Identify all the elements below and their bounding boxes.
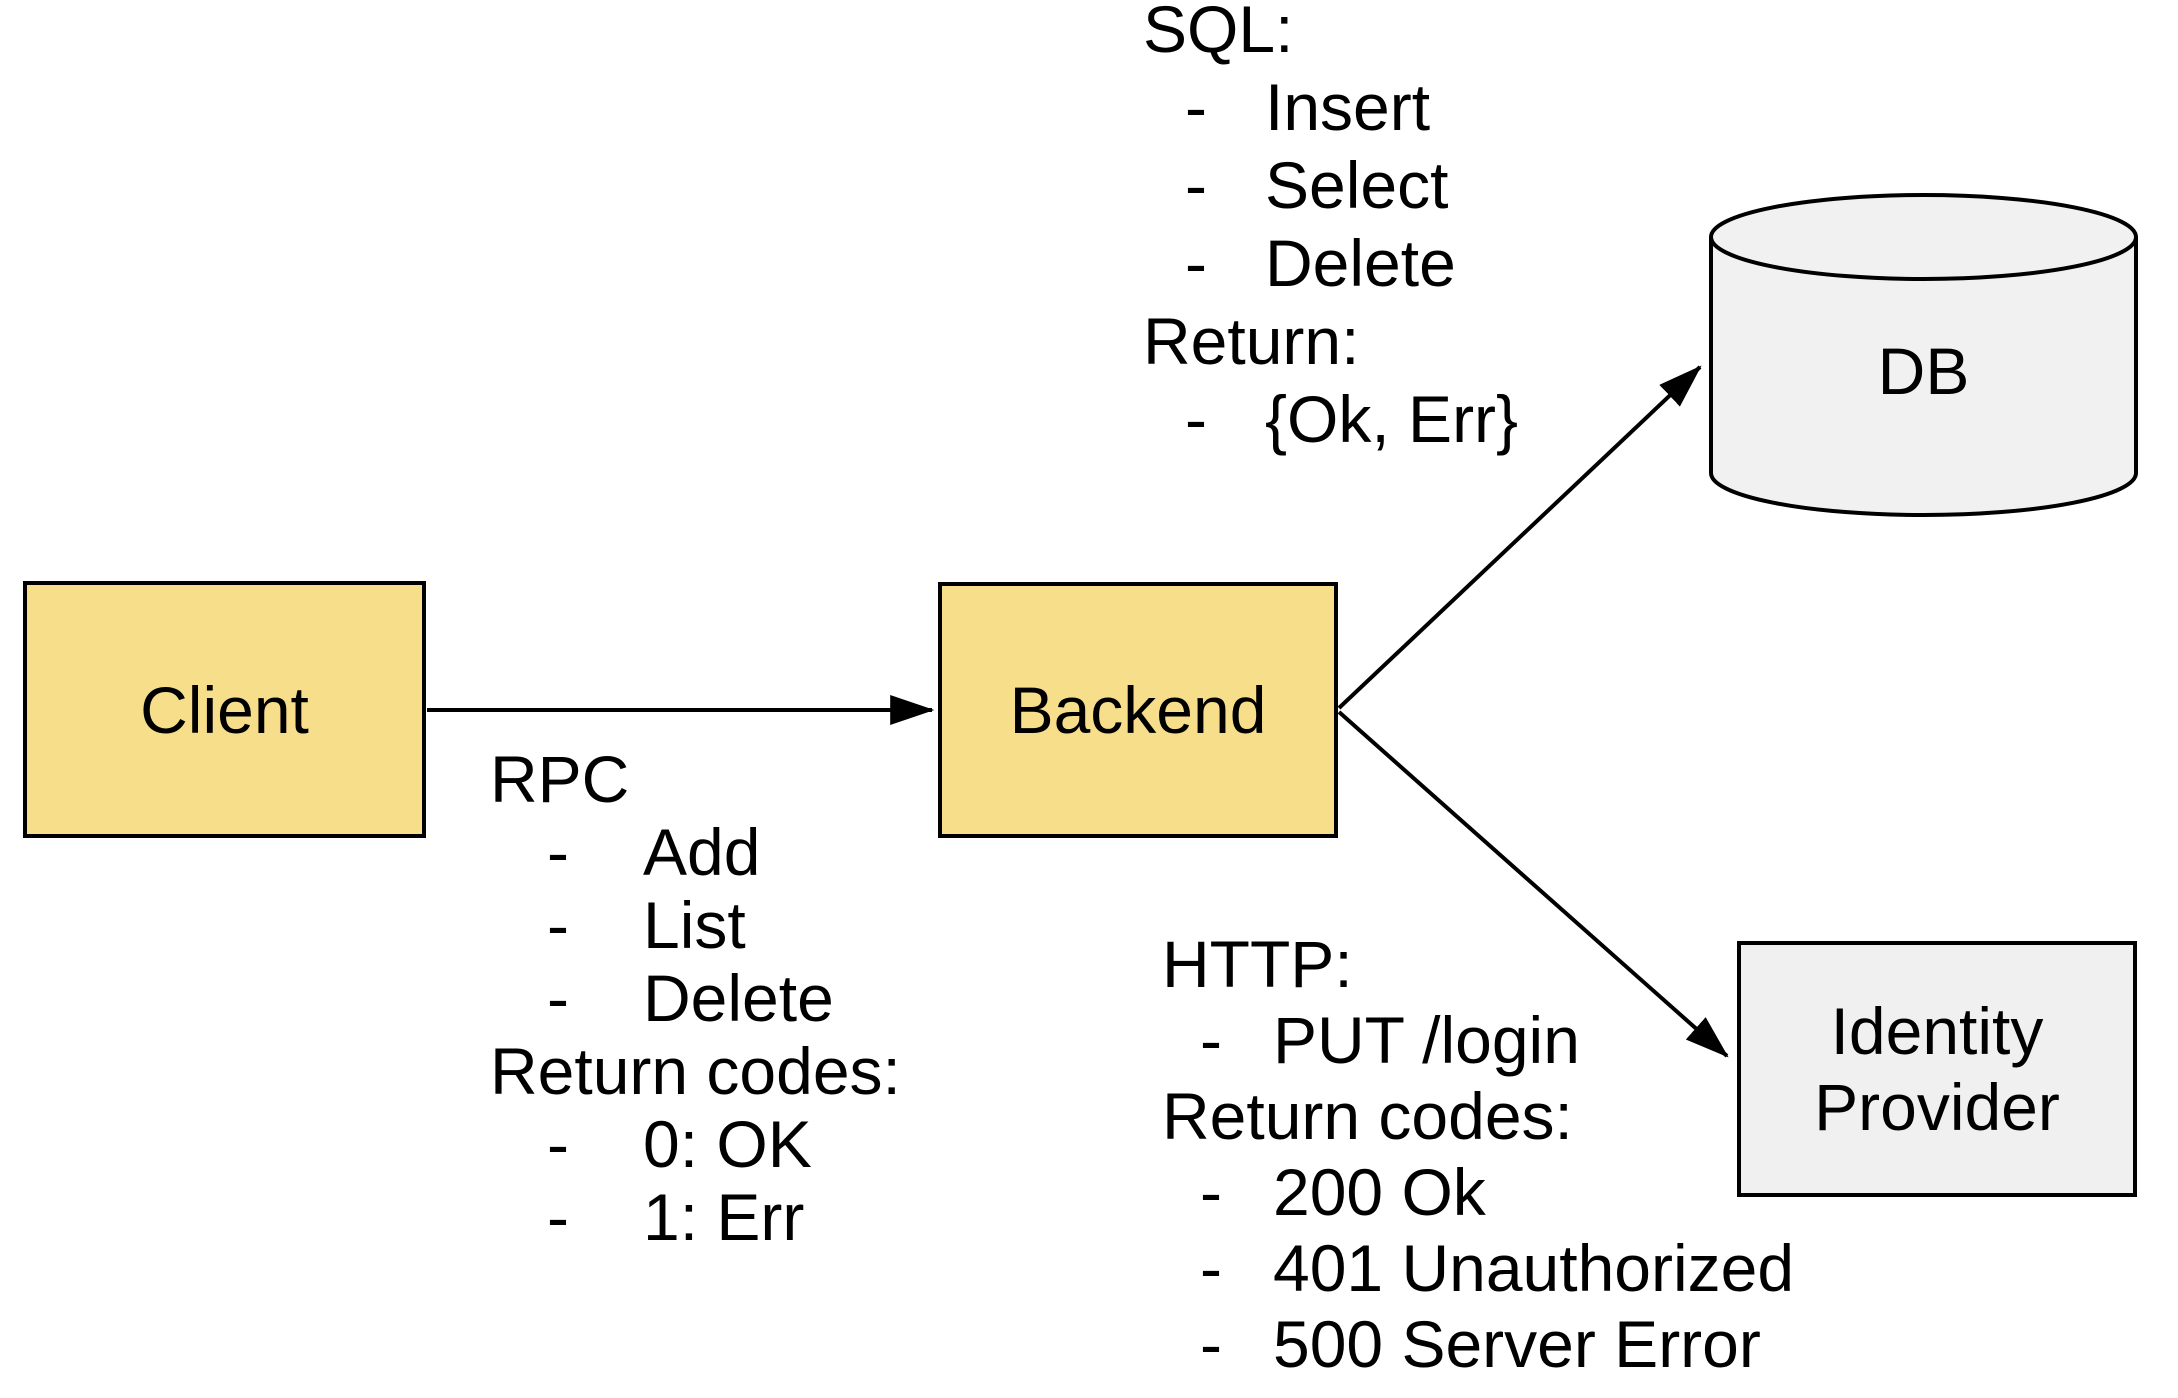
list-item-text: {Ok, Err}: [1265, 382, 1519, 456]
node-identity-provider-label: Identity Provider: [1814, 994, 2060, 1144]
list-item: - 401 Unauthorized: [1162, 1230, 1794, 1306]
list-item-text: Select: [1265, 148, 1449, 222]
list-item: - 500 Server Error: [1162, 1306, 1794, 1382]
db-cylinder-top: [1709, 193, 2138, 281]
bullet-dash: -: [1185, 148, 1207, 222]
bullet-dash: -: [547, 961, 569, 1035]
bullet-dash: -: [1185, 226, 1207, 300]
bullet-dash: -: [547, 1107, 569, 1181]
list-item: - {Ok, Err}: [1143, 380, 1518, 458]
list-item-text: 401 Unauthorized: [1273, 1231, 1795, 1305]
bullet-dash: -: [547, 1180, 569, 1254]
annotation-rpc: RPC - Add - List - Delete Return codes: …: [490, 743, 901, 1254]
list-item: - Select: [1143, 146, 1518, 224]
bullet-dash: -: [547, 888, 569, 962]
bullet-dash: -: [1200, 1003, 1222, 1077]
db-cylinder: [1709, 193, 2138, 517]
list-item-text: Delete: [1265, 226, 1456, 300]
bullet-dash: -: [1185, 70, 1207, 144]
list-item-text: Add: [643, 815, 761, 889]
annotation-http-return-heading: Return codes:: [1162, 1079, 1573, 1153]
annotation-http-heading: HTTP:: [1162, 927, 1353, 1001]
list-item-text: Insert: [1265, 70, 1431, 144]
node-backend-label: Backend: [1009, 673, 1267, 747]
annotation-sql-heading: SQL:: [1143, 0, 1294, 66]
annotation-rpc-return-heading: Return codes:: [490, 1034, 901, 1108]
list-item: - Add: [490, 816, 901, 889]
list-item: - 200 Ok: [1162, 1154, 1794, 1230]
bullet-dash: -: [1200, 1231, 1222, 1305]
node-client-label: Client: [140, 672, 309, 747]
list-item-text: 500 Server Error: [1273, 1307, 1761, 1381]
list-item: - List: [490, 889, 901, 962]
annotation-sql: SQL: - Insert - Select - Delete Return: …: [1143, 0, 1518, 458]
list-item-text: 200 Ok: [1273, 1155, 1486, 1229]
arrow-backend-to-db: [1337, 365, 1702, 710]
list-item: - 0: OK: [490, 1108, 901, 1181]
list-item: - Insert: [1143, 68, 1518, 146]
node-db-label: DB: [1877, 334, 1970, 408]
bullet-dash: -: [1200, 1155, 1222, 1229]
arrow-backend-to-identity-provider: [1337, 710, 1729, 1058]
list-item-text: Delete: [643, 961, 834, 1035]
annotation-rpc-heading: RPC: [490, 742, 630, 816]
list-item-text: 1: Err: [643, 1180, 805, 1254]
list-item: - PUT /login: [1162, 1002, 1794, 1078]
list-item: - Delete: [1143, 224, 1518, 302]
db-cylinder-body: [1709, 237, 2138, 517]
list-item: - Delete: [490, 962, 901, 1035]
list-item-text: List: [643, 888, 746, 962]
node-backend: Backend: [938, 582, 1338, 838]
node-identity-provider: Identity Provider: [1737, 941, 2137, 1197]
annotation-http: HTTP: - PUT /login Return codes: - 200 O…: [1162, 926, 1794, 1382]
node-client: Client: [23, 581, 426, 838]
list-item-text: 0: OK: [643, 1107, 812, 1181]
list-item: - 1: Err: [490, 1181, 901, 1254]
bullet-dash: -: [1185, 382, 1207, 456]
list-item-text: PUT /login: [1273, 1003, 1580, 1077]
bullet-dash: -: [547, 815, 569, 889]
annotation-sql-return-heading: Return:: [1143, 304, 1360, 378]
bullet-dash: -: [1200, 1307, 1222, 1381]
